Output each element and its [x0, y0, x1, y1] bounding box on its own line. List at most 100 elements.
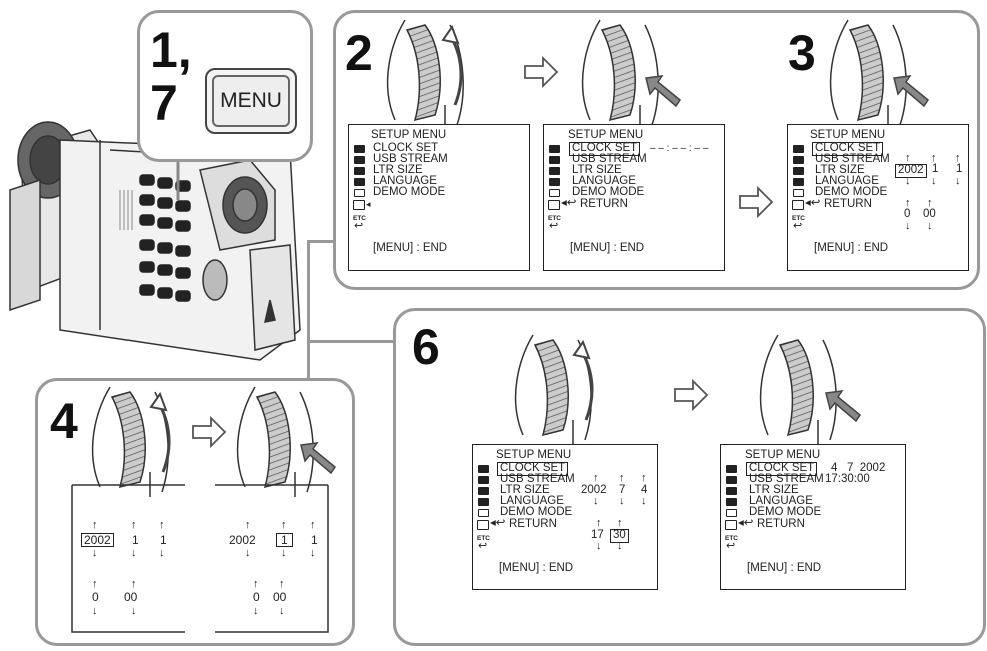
- clock-year-field[interactable]: 2002: [81, 533, 114, 547]
- menu-item-language[interactable]: LANGUAGE: [373, 175, 437, 187]
- clock-month-field[interactable]: 1: [932, 163, 939, 175]
- menu-item-return[interactable]: RETURN: [824, 198, 872, 210]
- down-arrow-icon: ↓: [131, 605, 137, 617]
- step-number-3: 3: [788, 25, 816, 81]
- return-icon: ↩: [478, 540, 488, 552]
- camera-icon: [793, 156, 804, 164]
- up-arrow-icon: ↑: [927, 197, 933, 209]
- clock-minute-field[interactable]: 00: [273, 590, 287, 604]
- camera-set-icon: [793, 145, 804, 153]
- menu-item-usb-stream[interactable]: USB STREAM: [815, 153, 890, 165]
- step-1-7-panel: 1, 7 MENU: [137, 10, 313, 162]
- menu-end-hint: [MENU] : END: [499, 562, 574, 574]
- return-pointer-icon: ◂↩: [738, 517, 754, 529]
- clock-day-field[interactable]: 1: [160, 533, 167, 547]
- clock-day-field[interactable]: 1: [311, 533, 318, 547]
- return-icon: ↩: [793, 220, 803, 232]
- clock-month-field[interactable]: 7: [619, 484, 626, 496]
- menu-end-hint: [MENU] : END: [814, 242, 889, 254]
- menu-item-clock-set[interactable]: CLOCK SET: [497, 462, 569, 476]
- menu-item-demo-mode[interactable]: DEMO MODE: [572, 186, 645, 198]
- clock-day-field[interactable]: 1: [956, 163, 963, 175]
- down-arrow-icon: ↓: [596, 540, 602, 552]
- memory-icon: [549, 178, 560, 186]
- return-icon: ↩: [726, 540, 736, 552]
- menu-item-clock-set[interactable]: CLOCK SET: [746, 462, 818, 476]
- step4-right-display: ↑ ↑ ↑ 2002 1 1 ↓ ↓ ↓ ↑ ↑ 0 00 ↓ ↓: [215, 485, 328, 632]
- menu-item-language[interactable]: LANGUAGE: [572, 175, 636, 187]
- setup-icon: [725, 520, 737, 530]
- menu-title: SETUP MENU: [745, 449, 821, 461]
- camera-set-icon: [354, 145, 365, 153]
- menu-item-return[interactable]: RETURN: [757, 518, 805, 530]
- menu-item-demo-mode[interactable]: DEMO MODE: [749, 506, 822, 518]
- step4-left-display: ↑ ↑ ↑ 2002 1 1 ↓ ↓ ↓ ↑ ↑ 0 00 ↓ ↓: [72, 485, 185, 632]
- menu-item-ltr-size[interactable]: LTR SIZE: [572, 164, 622, 176]
- clock-placeholder: – – : – – : – –: [650, 143, 709, 154]
- menu-title: SETUP MENU: [568, 129, 644, 141]
- demo-icon: [478, 509, 489, 517]
- clock-time-value: 17:30:00: [825, 473, 870, 485]
- menu-item-usb-stream[interactable]: USB STREAM: [572, 153, 647, 165]
- menu-item-clock-set[interactable]: CLOCK SET: [812, 142, 884, 156]
- clock-hour-field[interactable]: 0: [253, 590, 260, 604]
- down-arrow-icon: ↓: [641, 495, 647, 507]
- down-arrow-icon: ↓: [131, 547, 137, 559]
- setup-icon: [353, 200, 365, 210]
- down-arrow-icon: ↓: [593, 495, 599, 507]
- clock-minute-field[interactable]: 00: [124, 590, 138, 604]
- menu-item-language[interactable]: LANGUAGE: [815, 175, 879, 187]
- clock-hour-field[interactable]: 0: [904, 208, 911, 220]
- menu-item-clock-set[interactable]: CLOCK SET: [373, 142, 439, 154]
- down-arrow-icon: ↓: [955, 175, 961, 187]
- menu-item-demo-mode[interactable]: DEMO MODE: [373, 186, 446, 198]
- down-arrow-icon: ↓: [279, 605, 285, 617]
- up-arrow-icon: ↑: [593, 472, 599, 484]
- down-arrow-icon: ↓: [159, 547, 165, 559]
- up-arrow-icon: ↑: [931, 152, 937, 164]
- clock-hour-field[interactable]: 0: [92, 590, 99, 604]
- step-number-2: 2: [345, 25, 373, 81]
- memory-icon: [793, 178, 804, 186]
- menu-screen-step2b: SETUP MENU CLOCK SET – – : – – : – – USB…: [543, 124, 725, 271]
- menu-item-usb-stream[interactable]: USB STREAM: [500, 473, 575, 485]
- clock-hour-field[interactable]: 17: [591, 529, 604, 541]
- setup-icon: [792, 200, 804, 210]
- clock-month-field[interactable]: 1: [276, 533, 293, 547]
- camera-set-icon: [478, 465, 489, 473]
- menu-item-ltr-size[interactable]: LTR SIZE: [815, 164, 865, 176]
- menu-item-language[interactable]: LANGUAGE: [749, 495, 813, 507]
- clock-day-field[interactable]: 4: [641, 484, 648, 496]
- etc-icon: ETC: [477, 535, 490, 542]
- step-number-6: 6: [412, 319, 440, 375]
- demo-icon: [726, 509, 737, 517]
- menu-item-demo-mode[interactable]: DEMO MODE: [500, 506, 573, 518]
- menu-item-ltr-size[interactable]: LTR SIZE: [749, 484, 799, 496]
- up-arrow-icon: ↑: [92, 578, 98, 590]
- clock-minute-field[interactable]: 00: [923, 208, 936, 220]
- menu-item-return[interactable]: RETURN: [509, 518, 557, 530]
- menu-item-usb-stream[interactable]: USB STREAM: [373, 153, 448, 165]
- up-arrow-icon: ↑: [245, 519, 251, 531]
- clock-date-value: 4 7 2002: [831, 462, 886, 474]
- down-arrow-icon: ↓: [281, 547, 287, 559]
- clock-minute-field[interactable]: 30: [610, 529, 629, 543]
- menu-button[interactable]: MENU: [205, 68, 297, 134]
- demo-icon: [549, 189, 560, 197]
- camera-icon: [726, 476, 737, 484]
- menu-item-return[interactable]: RETURN: [580, 198, 628, 210]
- menu-item-language[interactable]: LANGUAGE: [500, 495, 564, 507]
- menu-item-clock-set[interactable]: CLOCK SET: [569, 142, 641, 156]
- menu-item-ltr-size[interactable]: LTR SIZE: [500, 484, 550, 496]
- up-arrow-icon: ↑: [905, 197, 911, 209]
- menu-item-usb-stream[interactable]: USB STREAM: [749, 473, 824, 485]
- menu-item-ltr-size[interactable]: LTR SIZE: [373, 164, 423, 176]
- menu-item-demo-mode[interactable]: DEMO MODE: [815, 186, 888, 198]
- clock-year-field[interactable]: 2002: [895, 164, 927, 178]
- down-arrow-icon: ↓: [92, 605, 98, 617]
- clock-year-field[interactable]: 2002: [581, 484, 607, 496]
- clock-year-field[interactable]: 2002: [229, 533, 256, 547]
- return-pointer-icon: ◂↩: [561, 197, 577, 209]
- clock-month-field[interactable]: 1: [132, 533, 139, 547]
- menu-screen-step6a: SETUP MENU CLOCK SET USB STREAM LTR SIZE…: [472, 444, 658, 590]
